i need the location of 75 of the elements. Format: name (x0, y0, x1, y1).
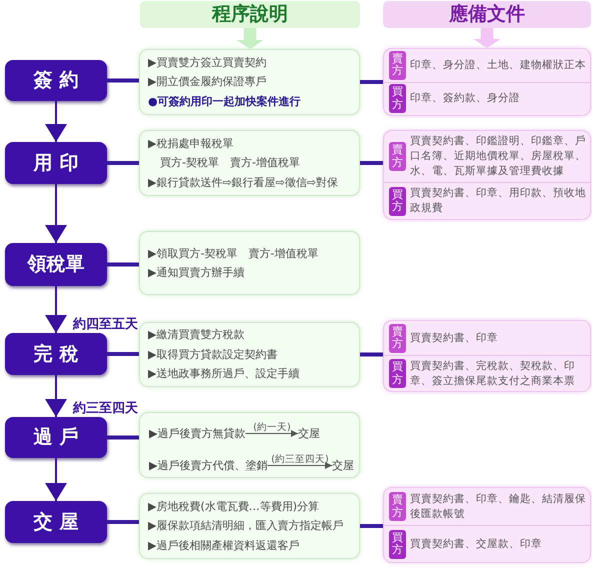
column-header: 應備文件 (383, 1, 591, 28)
connector-line (107, 352, 139, 356)
edge-label: 約四至五天 (73, 316, 138, 332)
down-arrow (45, 101, 67, 142)
block-arrow (474, 28, 500, 48)
connector-line (360, 161, 383, 165)
down-arrow (45, 184, 67, 243)
documents-panel (383, 320, 591, 392)
document-text: 買賣契約書、完稅款、契稅款、印章、簽立擔保尾款支付之商業本票 (410, 358, 576, 388)
connector-line (360, 524, 383, 528)
bullet-text: ▶取得買方貸款設定契約書 (148, 346, 278, 363)
document-text: 印章、簽約款、身分證 (410, 91, 521, 106)
documents-panel (383, 48, 591, 116)
bullet-text: ▶銀行貸款送件⇨銀行看屋⇨徵信⇨對保 (148, 174, 340, 191)
connector-line (107, 262, 139, 266)
document-text: 買賣契約書、印章、鑰匙、結清履保後匯款帳號 (410, 492, 587, 522)
description-panel (139, 412, 360, 478)
flow-text: ▶過戶後賣方無貸款 (149, 427, 246, 440)
bullet-text: ▶履保款項結清明細，匯入賣方指定帳戶 (148, 518, 344, 534)
party-badge: 買方 (389, 530, 406, 558)
description-panel (139, 231, 360, 295)
connector-line (107, 520, 139, 524)
documents-panel (383, 130, 591, 220)
connector-line (360, 352, 383, 356)
down-arrow (45, 286, 67, 333)
party-badge: 賣方 (389, 142, 406, 171)
document-text: 買賣契約書、印章、用印款、預收地政規費 (410, 186, 587, 216)
bullet-text: ▶買賣雙方簽立買賣契約 (148, 54, 268, 71)
flow-text: 交屋 (298, 427, 320, 440)
connector-line (107, 78, 139, 82)
edge-label: (約三至四天) (271, 454, 329, 464)
description-panel (139, 493, 360, 559)
party-badge: 買方 (389, 84, 406, 114)
connector-line (107, 161, 139, 165)
bullet-text: ●可簽約用印一起加快案件進行 (148, 94, 302, 110)
documents-panel (383, 487, 591, 563)
bullet-text: ▶稅捐處申報稅單 (148, 136, 234, 152)
party-badge: 買方 (389, 359, 406, 388)
step-box: 交 屋 (5, 501, 107, 543)
party-badge: 賣方 (389, 324, 406, 352)
description-panel (139, 130, 360, 196)
document-text: 買賣契約書、印鑑證明、印鑑章、戶口名簿、近期地價稅單、房屋稅單、水、電、瓦斯單據及管理費收據 (410, 134, 587, 179)
step-box: 簽 約 (5, 60, 107, 101)
column-header: 程序說明 (140, 1, 360, 28)
connector-line (107, 436, 139, 440)
bullet-text: ▶繳清買賣雙方稅款 (148, 327, 246, 344)
arrow (266, 462, 332, 469)
connector-line (360, 80, 383, 84)
bullet-text: ▶通知買賣方辦手續 (148, 265, 246, 281)
document-text: 印章、身分證、土地、建物權狀正本 (410, 58, 587, 73)
bullet-text: ▶開立價金履約保證專戶 (148, 74, 268, 90)
document-text: 買賣契約書、印章 (410, 330, 499, 346)
party-badge: 賣方 (389, 492, 406, 521)
flow-text: 交屋 (332, 459, 354, 472)
bullet-text: ▶過戶後相關產權資料返還客戶 (148, 538, 300, 554)
bullet-text: ▶房地稅費(水電瓦費…等費用)分算 (148, 498, 320, 515)
description-panel (139, 322, 360, 387)
bullet-text: 買方-契稅單 賣方-增值稅單 (159, 155, 301, 172)
step-box: 過 戶 (5, 417, 107, 458)
edge-label: (約一天) (253, 422, 291, 432)
step-box: 領稅單 (5, 243, 107, 286)
description-panel (139, 49, 360, 115)
party-badge: 賣方 (389, 50, 406, 80)
down-arrow (45, 458, 67, 501)
flow-text: ▶過戶後賣方代償、塗銷 (149, 459, 268, 472)
bullet-text: ▶領取買方-契稅單 賣方-增值稅單 (148, 246, 320, 262)
block-arrow (236, 28, 264, 49)
bullet-text: ▶送地政事務所過戶、設定手續 (148, 366, 300, 382)
edge-label: 約三至四天 (73, 400, 138, 416)
step-box: 用 印 (5, 142, 107, 184)
step-box: 完 稅 (5, 333, 107, 375)
arrow (244, 430, 298, 437)
down-arrow (45, 375, 67, 417)
document-text: 買賣契約書、交屋款、印章 (410, 536, 543, 552)
party-badge: 買方 (389, 186, 406, 216)
